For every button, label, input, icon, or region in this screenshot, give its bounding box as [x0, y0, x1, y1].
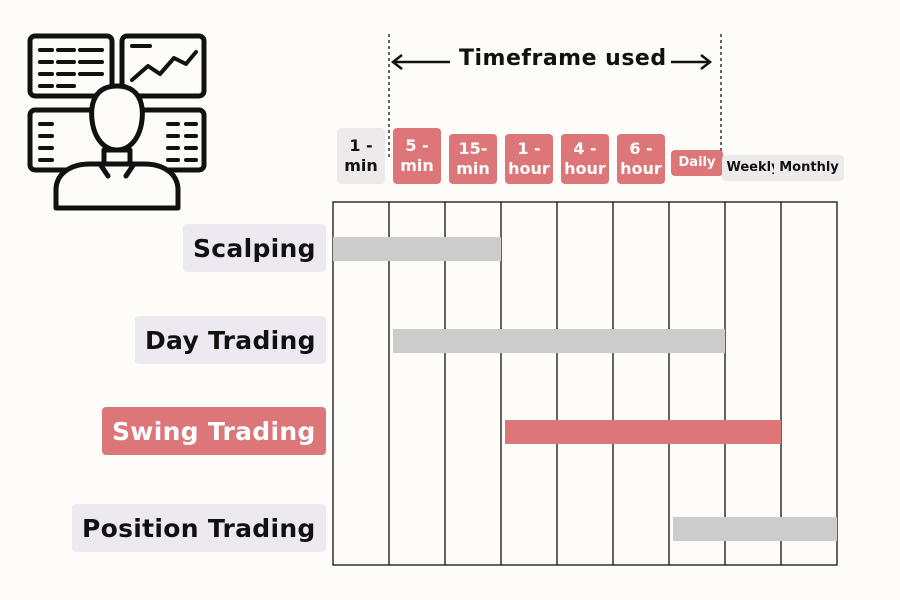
timeframe-label: 5 - min	[393, 128, 441, 184]
timeframe-range-bar	[505, 420, 781, 444]
trading-style-label: Day Trading	[135, 316, 326, 364]
left-arrow-head	[390, 54, 403, 70]
timeframe-label: Weekly	[722, 155, 784, 181]
trader-with-monitors-icon	[27, 33, 207, 211]
timeframe-label: 4 - hour	[561, 134, 609, 184]
timeframe-label: 15- min	[449, 134, 497, 184]
timeframe-range-bar	[673, 517, 837, 541]
timeframe-label: 6 - hour	[617, 134, 665, 184]
grid-frame	[332, 201, 838, 566]
timeframe-grid	[332, 201, 838, 566]
trading-style-label: Swing Trading	[102, 407, 326, 455]
timeframe-label: 1 - min	[337, 128, 385, 184]
timeframe-range-bar	[333, 237, 501, 261]
timeframe-used-heading: Timeframe used	[455, 46, 671, 71]
timeframe-bars	[333, 237, 837, 541]
right-arrow-head	[700, 54, 713, 70]
timeframe-label: Monthly	[774, 155, 844, 181]
trading-style-label: Position Trading	[72, 504, 326, 552]
timeframe-label: Daily	[671, 150, 723, 176]
trading-style-label: Scalping	[183, 224, 326, 272]
timeframe-label: 1 - hour	[505, 134, 553, 184]
timeframe-range-bar	[393, 329, 725, 353]
